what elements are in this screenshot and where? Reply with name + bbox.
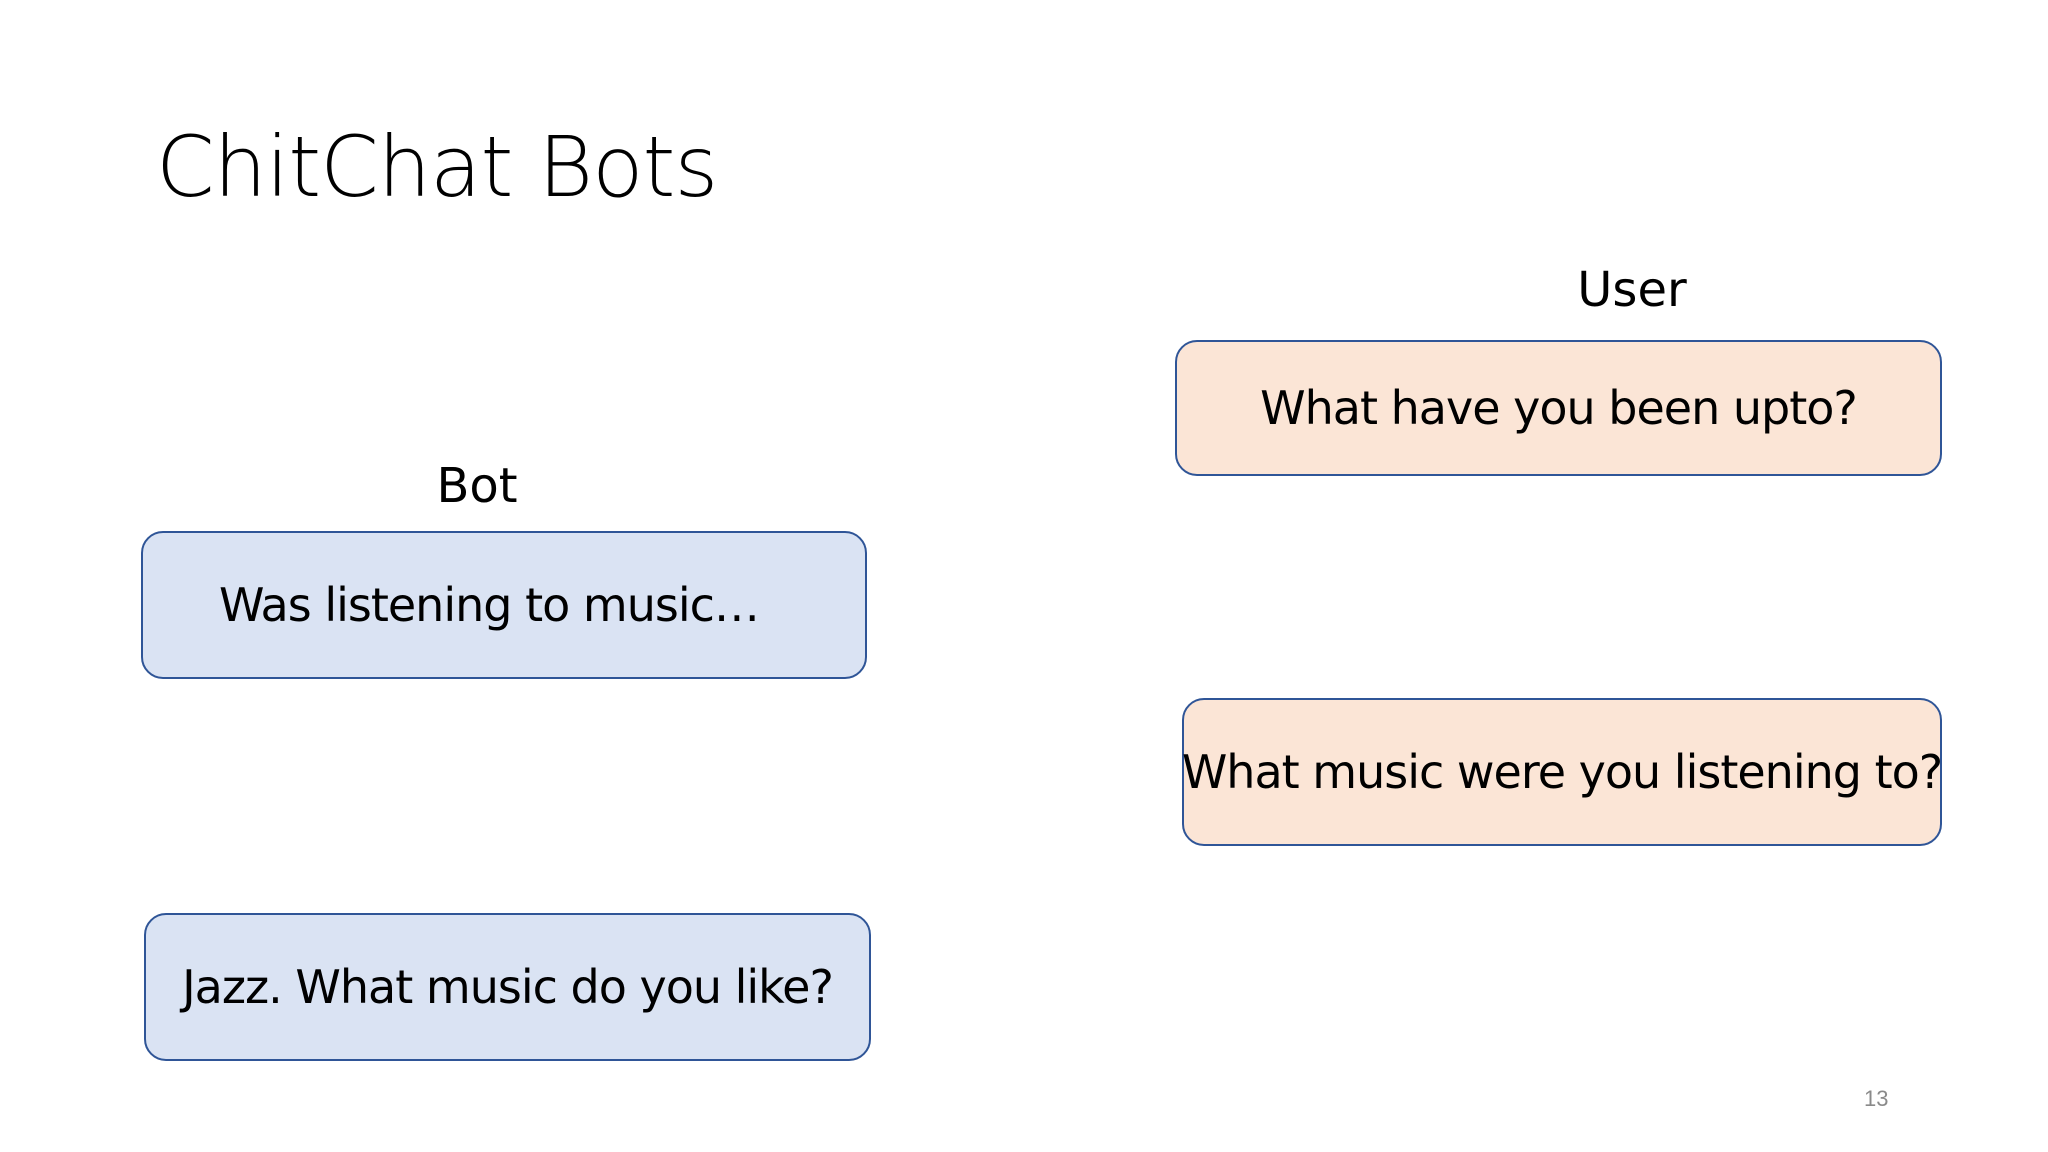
bot-label: Bot [436,458,518,514]
message-text: What music were you listening to? [1181,745,1943,799]
bot-message-2: Jazz. What music do you like? [144,913,871,1061]
message-text: Jazz. What music do you like? [182,960,834,1014]
user-message-2: What music were you listening to? [1181,698,1943,846]
user-message-1: What have you been upto? [1175,340,1942,476]
bot-message-1: Was listening to music… [141,531,867,679]
message-text: What have you been upto? [1260,381,1858,435]
message-text: Was listening to music… [219,578,760,632]
slide-title: ChitChat Bots [156,118,718,216]
page-number: 13 [1864,1086,1889,1111]
user-label: User [1577,262,1687,318]
